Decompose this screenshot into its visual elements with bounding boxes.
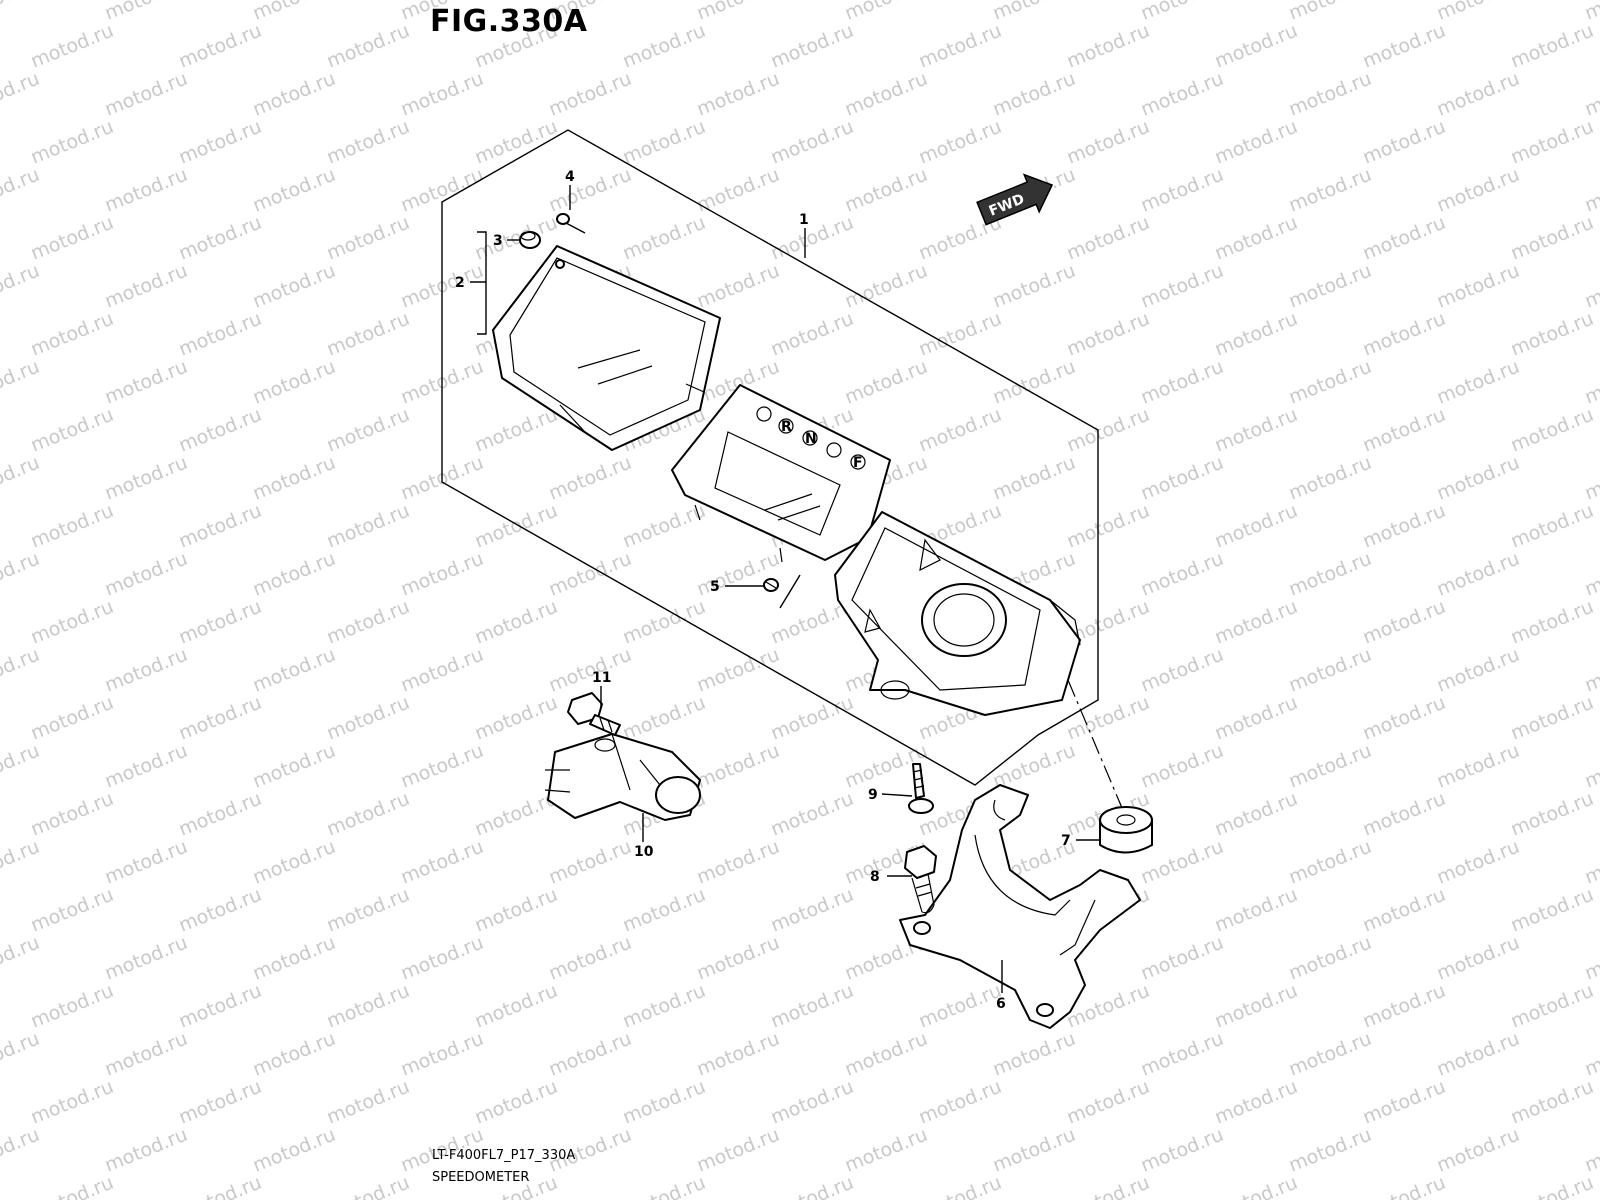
meter-housing — [834, 511, 1081, 716]
indicator-n: N — [805, 431, 817, 447]
bolt-8 — [904, 845, 937, 914]
callout-3: 3 — [493, 233, 503, 249]
assembly-outline — [441, 129, 1099, 786]
callout-1: 1 — [799, 212, 809, 228]
callout-4: 4 — [565, 169, 575, 185]
meter-bracket — [899, 784, 1141, 1029]
leader-lines — [470, 185, 1100, 993]
callout-8: 8 — [870, 869, 880, 885]
callout-5: 5 — [710, 579, 720, 595]
callout-11: 11 — [592, 670, 611, 686]
fwd-arrow: FWD — [976, 173, 1054, 226]
alignment-line — [1067, 679, 1123, 809]
figure-title: FIG.330A — [430, 4, 588, 39]
callout-6: 6 — [996, 996, 1006, 1012]
callout-2: 2 — [455, 275, 465, 291]
meter-panel: R N F — [671, 384, 891, 563]
indicator-f: F — [853, 455, 863, 471]
drawing-code: LT-F400FL7_P17_330A — [432, 1148, 576, 1163]
meter-lens-cover — [492, 245, 721, 451]
rubber-cap — [519, 231, 541, 249]
callout-9: 9 — [868, 787, 878, 803]
callout-7: 7 — [1061, 833, 1071, 849]
bolt-11 — [567, 692, 621, 736]
screw-5 — [763, 578, 779, 592]
small-screw-4 — [556, 213, 586, 234]
callout-10: 10 — [634, 844, 654, 860]
screw-9 — [908, 763, 934, 814]
figure-caption: SPEEDOMETER — [432, 1170, 530, 1185]
rubber-grommet — [1099, 806, 1153, 854]
indicator-r: R — [781, 419, 792, 435]
speed-sensor — [544, 733, 701, 821]
